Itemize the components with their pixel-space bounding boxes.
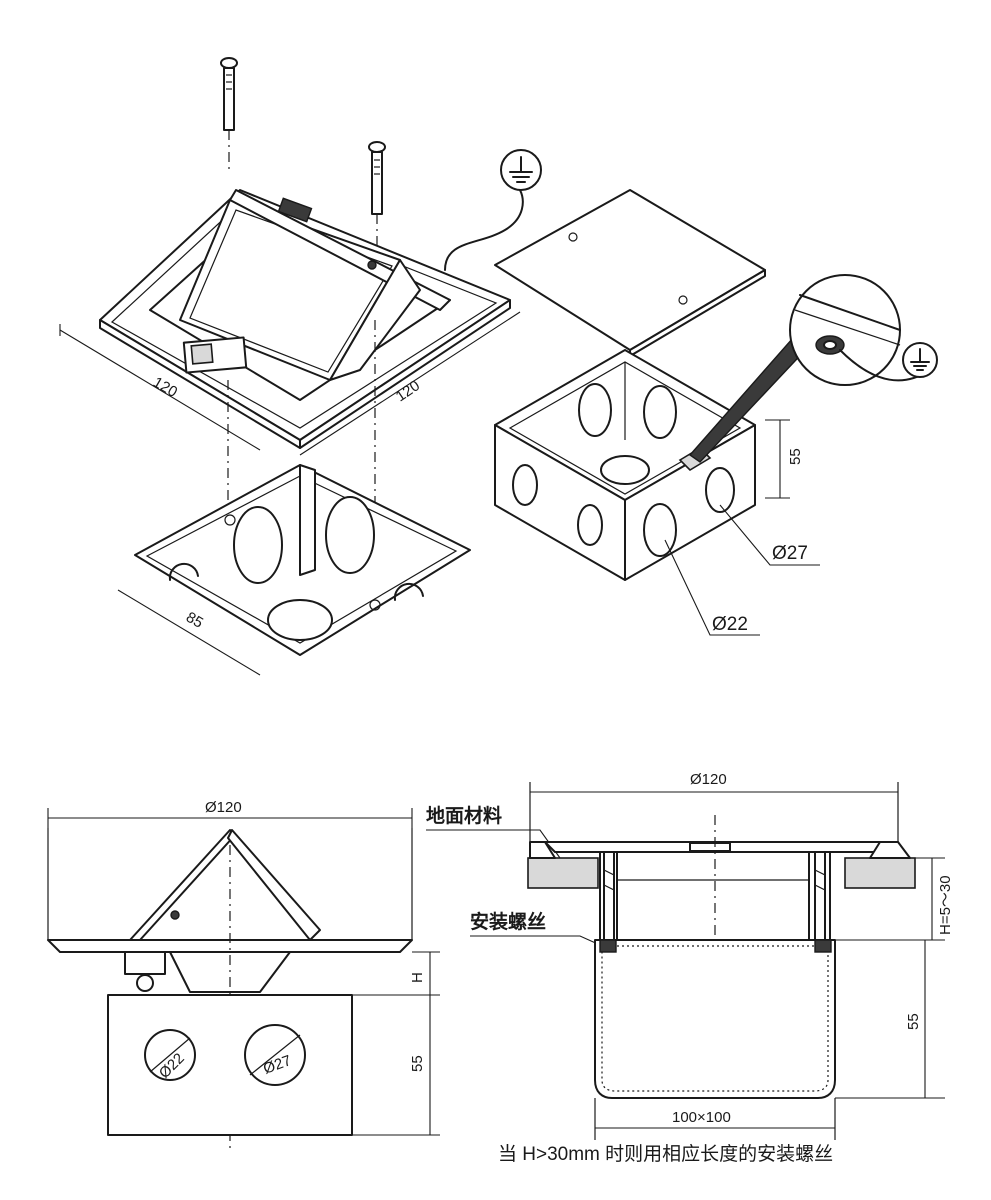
screw-right	[368, 141, 386, 215]
hole-large-label: Ø27	[772, 543, 808, 564]
install-screw-label: 安装螺丝	[470, 910, 546, 933]
side-right-55-label: 55	[905, 1013, 922, 1030]
side-left-diameter-label: Ø120	[205, 799, 242, 816]
side-view-left: Ø120 Ø22 Ø27 H 55	[47, 799, 440, 1150]
square-box-iso-view: 55 Ø27 Ø22	[494, 189, 938, 636]
floor-material-label: 地面材料	[426, 804, 502, 827]
ground-wire	[444, 189, 524, 271]
ground-icon-detail	[902, 342, 938, 378]
side-left-cover-plate	[47, 939, 413, 953]
mount-box-width-label: 85	[183, 609, 206, 632]
cover-width-label: 120	[150, 374, 180, 401]
floor-block-left	[527, 857, 599, 889]
box-height-label: 55	[787, 448, 804, 465]
box-lid-plate	[494, 189, 766, 351]
screw-left	[220, 57, 238, 131]
adjust-height-label: H=5～30	[937, 875, 954, 935]
popup-socket-iso-view: 120 120 85	[59, 57, 542, 676]
installation-note: 当 H>30mm 时则用相应长度的安装螺丝	[498, 1143, 833, 1165]
side-left-h-label: H	[409, 972, 426, 983]
hole-small-label: Ø22	[712, 614, 748, 635]
side-right-box	[594, 939, 836, 1099]
side-right-diameter-label: Ø120	[690, 771, 727, 788]
box-size-label: 100×100	[672, 1109, 731, 1126]
side-left-box	[107, 994, 353, 1136]
ground-icon-top	[500, 149, 542, 191]
mounting-box-lower	[134, 464, 471, 656]
side-left-55-label: 55	[409, 1055, 426, 1072]
side-view-right: Ø120 地面材料 安装螺丝	[426, 771, 954, 1140]
floor-block-right	[844, 857, 916, 889]
